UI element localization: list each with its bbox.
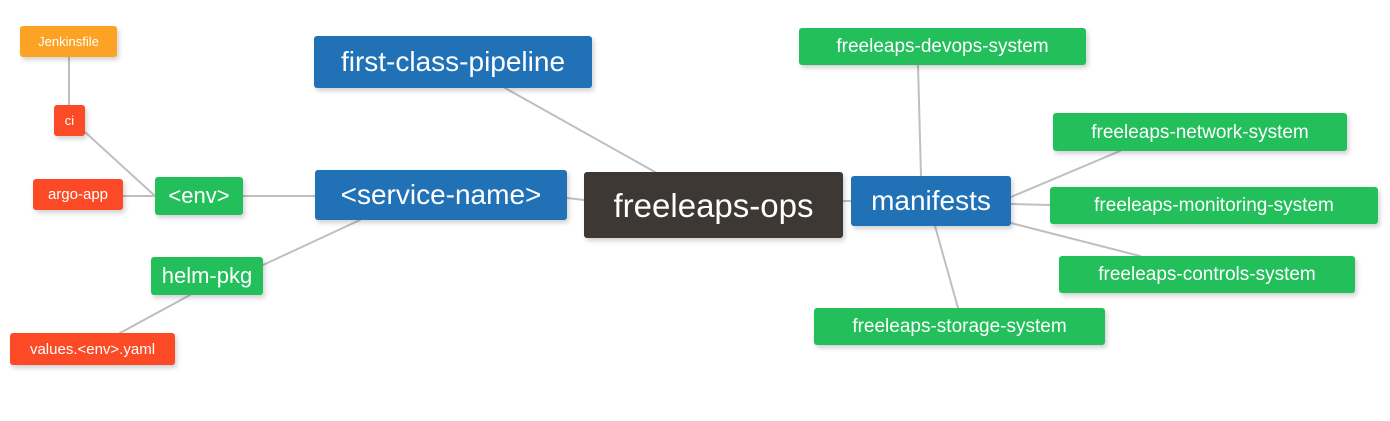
edge-values-yaml-to-helm-pkg: [119, 294, 191, 334]
node-freeleaps-monitoring-system[interactable]: freeleaps-monitoring-system: [1050, 187, 1378, 224]
node-label-argo-app: argo-app: [47, 186, 109, 203]
node-label-freeleaps-monitoring-system: freeleaps-monitoring-system: [1094, 195, 1334, 216]
edge-service-name-to-freeleaps-ops: [566, 197, 585, 201]
edge-first-class-pipeline-to-freeleaps-ops: [504, 87, 656, 173]
node-label-helm-pkg: helm-pkg: [161, 263, 253, 288]
node-first-class-pipeline[interactable]: first-class-pipeline: [314, 36, 592, 88]
node-label-env: <env>: [168, 183, 230, 208]
node-argo-app[interactable]: argo-app: [33, 179, 123, 210]
node-label-service-name: <service-name>: [340, 179, 542, 210]
edge-manifests-to-freeleaps-monitoring-system: [1010, 203, 1051, 206]
node-label-freeleaps-devops-system: freeleaps-devops-system: [836, 36, 1049, 57]
node-jenkinsfile[interactable]: Jenkinsfile: [20, 26, 117, 57]
node-values-yaml[interactable]: values.<env>.yaml: [10, 333, 175, 365]
node-freeleaps-ops[interactable]: freeleaps-ops: [584, 172, 843, 238]
node-label-freeleaps-network-system: freeleaps-network-system: [1091, 121, 1309, 143]
edge-helm-pkg-to-service-name: [262, 219, 361, 266]
node-helm-pkg[interactable]: helm-pkg: [151, 257, 263, 295]
node-label-values-yaml: values.<env>.yaml: [29, 340, 156, 358]
node-label-freeleaps-storage-system: freeleaps-storage-system: [852, 316, 1067, 337]
node-service-name[interactable]: <service-name>: [315, 170, 567, 220]
node-freeleaps-controls-system[interactable]: freeleaps-controls-system: [1059, 256, 1355, 293]
node-ci[interactable]: ci: [54, 105, 85, 136]
node-env[interactable]: <env>: [155, 177, 243, 215]
node-freeleaps-network-system[interactable]: freeleaps-network-system: [1053, 113, 1347, 151]
node-label-manifests: manifests: [871, 185, 991, 216]
node-label-first-class-pipeline: first-class-pipeline: [340, 46, 566, 77]
node-label-ci: ci: [64, 113, 75, 128]
node-freeleaps-devops-system[interactable]: freeleaps-devops-system: [799, 28, 1086, 65]
node-manifests[interactable]: manifests: [851, 176, 1011, 226]
edge-manifests-to-freeleaps-storage-system: [934, 225, 959, 309]
node-label-jenkinsfile: Jenkinsfile: [38, 34, 99, 49]
edge-manifests-to-freeleaps-controls-system: [1006, 221, 1141, 257]
node-freeleaps-storage-system[interactable]: freeleaps-storage-system: [814, 308, 1105, 345]
node-label-freeleaps-ops: freeleaps-ops: [613, 186, 814, 224]
edge-manifests-to-freeleaps-devops-system: [917, 64, 922, 177]
node-label-freeleaps-controls-system: freeleaps-controls-system: [1098, 264, 1316, 285]
